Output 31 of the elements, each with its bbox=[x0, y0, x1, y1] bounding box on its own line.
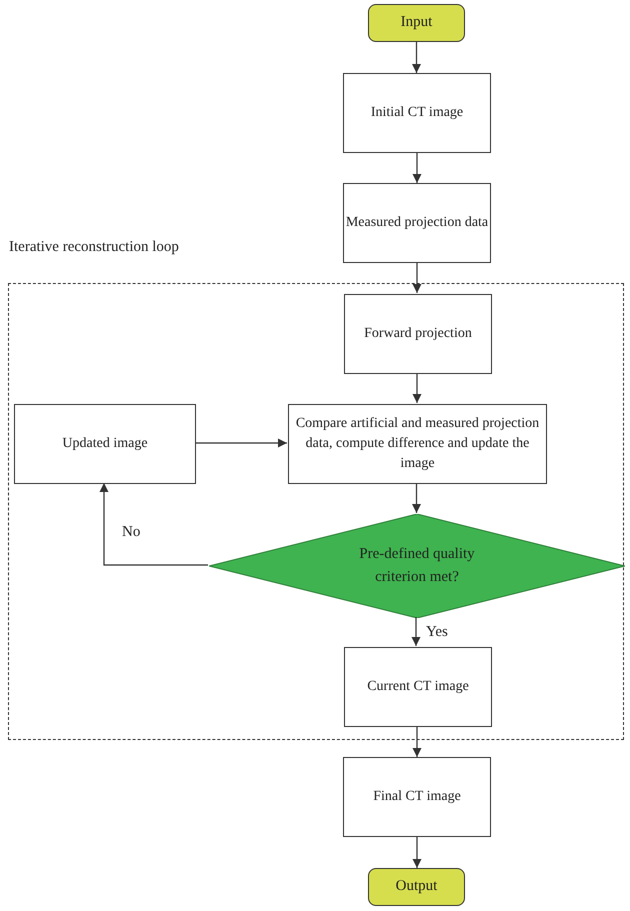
node-label: Current CT image bbox=[367, 678, 469, 696]
node-label: Initial CT image bbox=[370, 104, 464, 122]
process-box bbox=[288, 404, 547, 484]
arrow bbox=[100, 483, 208, 566]
node-label: Compare artificial and measured projection data, compute difference and update the image bbox=[294, 414, 540, 474]
arrow bbox=[412, 726, 422, 757]
region-heading: Iterative reconstruction loop bbox=[9, 239, 179, 255]
process-box bbox=[343, 757, 491, 837]
node-label: Forward projection bbox=[364, 324, 472, 343]
node-label: Measured projection data bbox=[346, 214, 488, 232]
node-label: Updated image bbox=[62, 434, 148, 453]
process-box bbox=[343, 73, 491, 153]
node-label: Output bbox=[396, 877, 438, 896]
process-box bbox=[344, 647, 492, 727]
terminal-box bbox=[368, 868, 465, 906]
arrow bbox=[412, 42, 421, 73]
terminal-box bbox=[368, 4, 465, 42]
arrow bbox=[412, 373, 422, 403]
arrow bbox=[412, 483, 421, 513]
decision-diamond bbox=[209, 514, 625, 618]
node-label: Input bbox=[400, 13, 432, 32]
process-box bbox=[344, 294, 492, 374]
arrow bbox=[412, 837, 422, 868]
process-box bbox=[343, 183, 491, 263]
arrow bbox=[412, 153, 422, 183]
arrow bbox=[412, 617, 420, 646]
process-box bbox=[14, 404, 196, 484]
node-label: Pre-defined quality criterion met? bbox=[359, 546, 475, 585]
arrow bbox=[195, 438, 287, 448]
node-label: Final CT image bbox=[373, 788, 461, 806]
arrow bbox=[412, 263, 422, 293]
